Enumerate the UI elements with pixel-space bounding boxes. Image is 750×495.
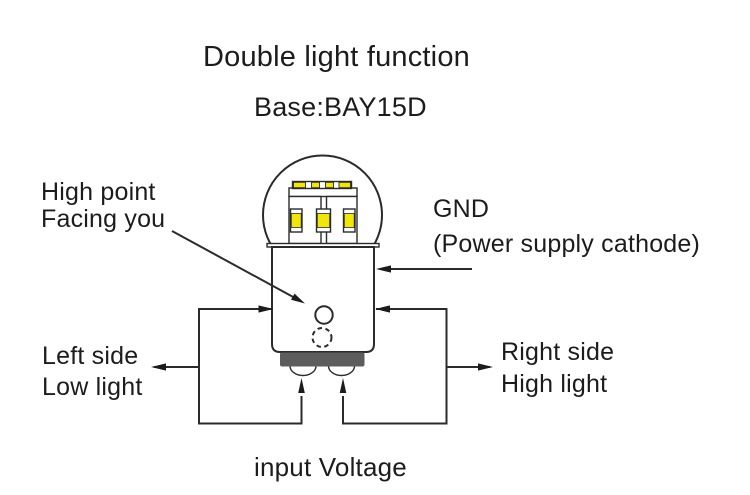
right-side-label-line1: Right side — [501, 338, 615, 366]
left-side-label: Left side Low light — [42, 341, 142, 403]
high-point-label-line2: Facing you — [41, 205, 166, 233]
right-wiring-loop — [339, 305, 493, 425]
base-type-label: Base:BAY15D — [254, 92, 427, 122]
led-chip-top-4 — [338, 181, 351, 189]
diagram-title: Double light function — [203, 41, 470, 73]
left-side-label-line1: Left side — [42, 342, 139, 370]
high-point-label: High point Facing you — [41, 179, 165, 233]
gnd-label-line1: GND — [433, 195, 490, 223]
led-top-board — [288, 187, 358, 198]
gnd-label-line2: (Power supply cathode) — [433, 230, 701, 258]
metal-base-shell — [271, 246, 375, 353]
hidden-point-marker — [311, 327, 333, 348]
left-side-label-line2: Low light — [42, 373, 143, 401]
high-point-label-line1: High point — [41, 178, 156, 206]
high-point-marker — [314, 305, 334, 325]
led-chip-top-1 — [293, 181, 306, 189]
led-chip-left — [289, 208, 303, 233]
led-board-assembly — [288, 180, 358, 245]
high-point-leader-arrow — [171, 230, 305, 304]
right-side-label-line2: High light — [501, 370, 608, 398]
gnd-leader-arrow — [376, 265, 472, 273]
led-chip-middle — [315, 208, 332, 233]
led-chip-top-3 — [325, 181, 334, 189]
left-wiring-loop — [151, 305, 305, 425]
gnd-label: GND (Power supply cathode) — [433, 192, 700, 262]
right-side-label: Right side High light — [501, 336, 614, 400]
input-voltage-label: input Voltage — [254, 452, 407, 482]
base-insulator-bar — [280, 352, 365, 367]
led-chip-top-2 — [311, 181, 320, 189]
led-top-chip-row — [291, 180, 353, 190]
led-chip-right — [342, 208, 356, 233]
